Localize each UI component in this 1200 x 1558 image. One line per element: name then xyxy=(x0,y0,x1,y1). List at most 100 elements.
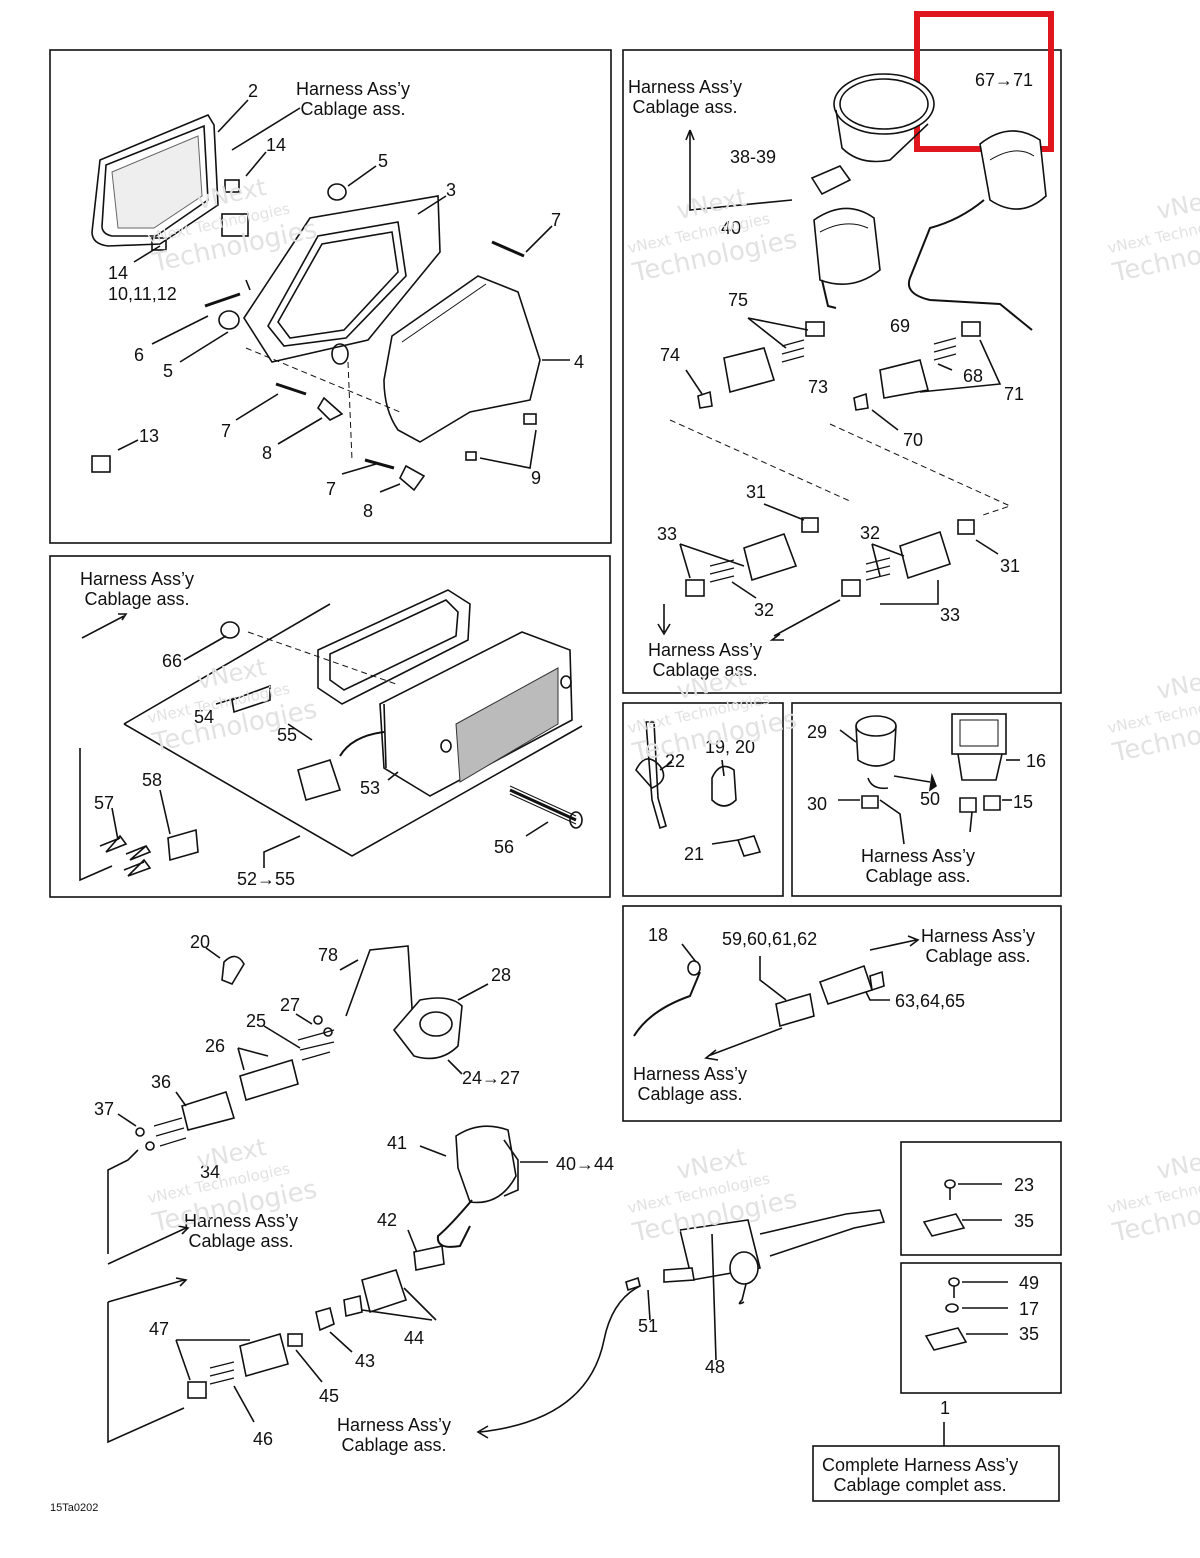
harness-caption-en: Harness Ass’y xyxy=(633,1064,748,1084)
callout-35b: 35 xyxy=(1019,1324,1040,1344)
callout-13: 13 xyxy=(139,426,160,446)
complete-harness-fr: Cablage complet ass. xyxy=(833,1475,1007,1495)
callout-30: 30 xyxy=(807,794,828,814)
harness-caption-en: Harness Ass’y xyxy=(80,569,195,589)
harness-caption-connector-bottom: Harness Ass’y Cablage ass. xyxy=(633,1064,747,1104)
callout-21: 21 xyxy=(684,844,705,864)
callout-78: 78 xyxy=(318,945,339,965)
callout-26: 26 xyxy=(205,1036,226,1056)
connector-drawing xyxy=(633,935,920,1061)
harness-caption-fr: Cablage ass. xyxy=(188,1231,294,1251)
callout-46: 46 xyxy=(253,1429,274,1449)
callout-38-39: 38-39 xyxy=(730,147,777,167)
callout-44: 44 xyxy=(404,1328,425,1348)
callout-5a: 5 xyxy=(378,151,389,171)
callout-4: 4 xyxy=(574,352,585,372)
callout-2: 2 xyxy=(248,81,259,101)
callout-15: 15 xyxy=(1013,792,1034,812)
panel-complete-harness xyxy=(812,1445,1060,1502)
harness-caption-fr: Cablage ass. xyxy=(637,1084,743,1104)
callout-48: 48 xyxy=(705,1357,726,1377)
callout-42: 42 xyxy=(377,1210,398,1230)
callout-7b: 7 xyxy=(221,421,232,441)
callout-41: 41 xyxy=(387,1133,408,1153)
harness-caption-en: Harness Ass’y xyxy=(296,79,411,99)
panel-headlight xyxy=(49,49,612,544)
callout-36: 36 xyxy=(151,1072,172,1092)
callout-33a: 33 xyxy=(657,524,678,544)
callout-24-27: 24→27 xyxy=(462,1068,521,1088)
callout-23: 23 xyxy=(1014,1175,1035,1195)
callout-49: 49 xyxy=(1019,1273,1040,1293)
callout-71: 71 xyxy=(1004,384,1025,404)
harness-caption-en: Harness Ass’y xyxy=(648,640,763,660)
callout-35a: 35 xyxy=(1014,1211,1035,1231)
callout-54: 54 xyxy=(194,707,215,727)
callout-53: 53 xyxy=(360,778,381,798)
callout-56: 56 xyxy=(494,837,515,857)
harness-caption-switch: Harness Ass’y Cablage ass. xyxy=(861,846,975,886)
harness-caption-en: Harness Ass’y xyxy=(628,77,743,97)
callout-16: 16 xyxy=(1026,751,1047,771)
callout-9: 9 xyxy=(531,468,542,488)
callout-67-71: 67→71 xyxy=(975,70,1034,90)
harness-caption-en: Harness Ass’y xyxy=(921,926,1036,946)
panel-connector xyxy=(622,905,1062,1122)
callout-19-20: 19, 20 xyxy=(705,737,756,757)
harness-caption-fr: Cablage ass. xyxy=(925,946,1031,966)
harness-caption-en: Harness Ass’y xyxy=(184,1211,299,1231)
callout-7a: 7 xyxy=(551,210,562,230)
figure-code: 15Ta0202 xyxy=(50,1502,99,1514)
callout-29: 29 xyxy=(807,722,828,742)
callout-37: 37 xyxy=(94,1099,115,1119)
handlebar-drawing xyxy=(107,945,1008,1446)
panel-switch xyxy=(791,702,1062,897)
callout-8a: 8 xyxy=(262,443,273,463)
callout-70: 70 xyxy=(903,430,924,450)
callout-47: 47 xyxy=(149,1319,170,1339)
callout-68: 68 xyxy=(963,366,984,386)
callout-74: 74 xyxy=(660,345,681,365)
callout-57: 57 xyxy=(94,793,115,813)
taillight-drawing xyxy=(79,589,583,882)
callout-66: 66 xyxy=(162,651,183,671)
callout-31b: 31 xyxy=(1000,556,1021,576)
callout-6: 6 xyxy=(134,345,145,365)
callout-14b: 14 xyxy=(108,263,129,283)
callout-3: 3 xyxy=(446,180,457,200)
callout-58: 58 xyxy=(142,770,163,790)
callout-10-11-12: 10,11,12 xyxy=(108,284,177,304)
callout-27: 27 xyxy=(280,995,301,1015)
harness-caption-fr: Cablage ass. xyxy=(865,866,971,886)
callout-14a: 14 xyxy=(266,135,287,155)
callout-20: 20 xyxy=(190,932,211,952)
harness-caption-connector-top: Harness Ass’y Cablage ass. xyxy=(921,926,1035,966)
callout-34: 34 xyxy=(200,1162,221,1182)
callout-45: 45 xyxy=(319,1386,340,1406)
harness-caption-gauge-top: Harness Ass’y Cablage ass. xyxy=(628,77,742,117)
harness-caption-fr: Cablage ass. xyxy=(84,589,190,609)
callout-40-44: 40→44 xyxy=(556,1154,615,1174)
callout-50: 50 xyxy=(920,789,941,809)
panel-screw-a xyxy=(900,1141,1062,1256)
headlight-drawing xyxy=(91,99,570,493)
callout-63-65: 63,64,65 xyxy=(895,991,966,1011)
callout-52-55: 52→55 xyxy=(237,869,296,889)
gauge-drawing xyxy=(657,73,1047,641)
complete-harness-en: Complete Harness Ass’y xyxy=(822,1455,1019,1475)
callout-69: 69 xyxy=(890,316,911,336)
callout-28: 28 xyxy=(491,965,512,985)
callout-17: 17 xyxy=(1019,1299,1040,1319)
callout-51: 51 xyxy=(638,1316,659,1336)
callout-7c: 7 xyxy=(326,479,337,499)
callout-22: 22 xyxy=(665,751,686,771)
panel-taillight xyxy=(49,555,611,898)
harness-caption-taillight: Harness Ass’y Cablage ass. xyxy=(80,569,194,609)
callout-31a: 31 xyxy=(746,482,767,502)
callout-25: 25 xyxy=(246,1011,267,1031)
callout-32b: 32 xyxy=(860,523,881,543)
callout-32a: 32 xyxy=(754,600,775,620)
callout-33b: 33 xyxy=(940,605,961,625)
callout-40-gauge: 40 xyxy=(721,218,742,238)
